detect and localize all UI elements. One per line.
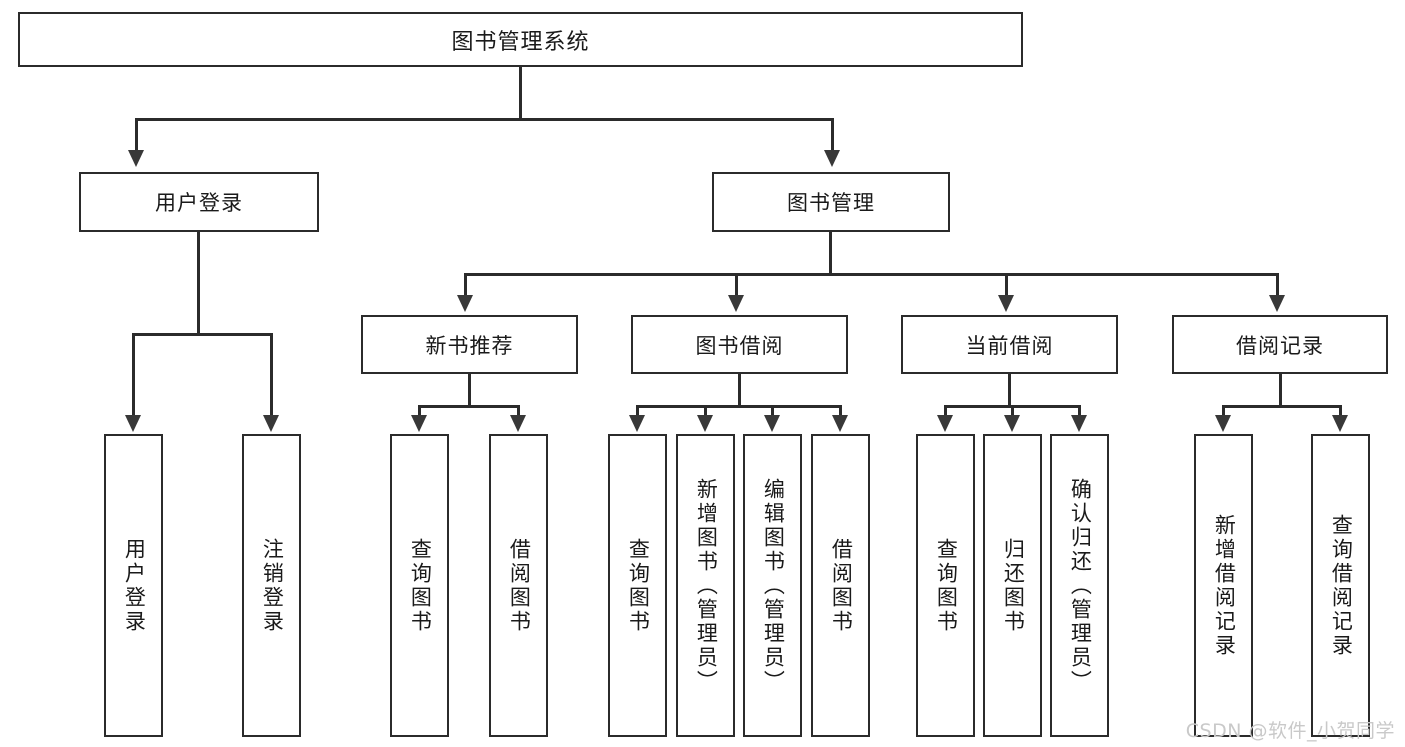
- leaf-query-book-borrow[interactable]: 查询图书: [608, 434, 667, 737]
- connector-new-book-leaf-2: [517, 405, 520, 417]
- node-new-book-recommend[interactable]: 新书推荐: [361, 315, 578, 374]
- leaf-query-book-recommend[interactable]: 查询图书: [390, 434, 449, 737]
- csdn-watermark: CSDN @软件_小贺同学: [1185, 720, 1395, 742]
- connector-user-login-to-leaf-2: [270, 333, 273, 418]
- connector-book-borrow-leaf-2: [704, 405, 707, 417]
- node-label: 用户登录: [155, 191, 243, 215]
- node-label: 当前借阅: [965, 333, 1054, 358]
- leaf-edit-book-admin[interactable]: 编辑图书（管理员）: [743, 434, 802, 737]
- node-label: 借阅图书: [829, 537, 854, 634]
- leaf-add-borrow-record[interactable]: 新增借阅记录: [1194, 434, 1253, 737]
- connector-current-borrow-stem: [1008, 374, 1011, 407]
- node-label: 图书管理: [787, 191, 875, 215]
- connector-book-management-stem: [829, 232, 832, 275]
- leaf-add-book-admin[interactable]: 新增图书（管理员）: [676, 434, 735, 737]
- arrowhead-new-book-leaf-2: [510, 415, 526, 432]
- node-label: 查询借阅记录: [1329, 513, 1354, 658]
- arrowhead-book-borrow-leaf-3: [764, 415, 780, 432]
- leaf-query-borrow-record[interactable]: 查询借阅记录: [1311, 434, 1370, 737]
- leaf-query-book-current[interactable]: 查询图书: [916, 434, 975, 737]
- node-root-book-management-system[interactable]: 图书管理系统: [18, 12, 1023, 67]
- connector-book-borrow-leaf-3: [771, 405, 774, 417]
- arrowhead-root-to-book-management: [824, 150, 840, 167]
- connector-borrow-record-stem: [1279, 374, 1282, 407]
- connector-bm-to-borrow-record: [1276, 273, 1279, 298]
- leaf-confirm-return-admin[interactable]: 确认归还（管理员）: [1050, 434, 1109, 737]
- arrowhead-book-borrow-leaf-2: [697, 415, 713, 432]
- node-label: 用户登录: [122, 537, 147, 634]
- arrowhead-bm-new-book: [457, 295, 473, 312]
- connector-borrow-record-bus: [1223, 405, 1340, 408]
- connector-book-borrow-leaf-1: [636, 405, 639, 417]
- arrowhead-book-borrow-leaf-1: [629, 415, 645, 432]
- node-label: 图书借阅: [695, 333, 784, 358]
- arrowhead-current-borrow-leaf-1: [937, 415, 953, 432]
- connector-root-bus: [136, 118, 833, 121]
- node-label: 查询图书: [408, 537, 433, 634]
- leaf-user-login[interactable]: 用户登录: [104, 434, 163, 737]
- arrowhead-current-borrow-leaf-3: [1071, 415, 1087, 432]
- connector-book-management-bus: [465, 273, 1277, 276]
- connector-borrow-record-leaf-2: [1339, 405, 1342, 417]
- arrowhead-borrow-record-leaf-2: [1332, 415, 1348, 432]
- node-label: 图书管理系统: [451, 29, 590, 55]
- connector-new-book-stem: [468, 374, 471, 407]
- node-label: 注销登录: [260, 537, 285, 634]
- connector-current-borrow-leaf-2: [1011, 405, 1014, 417]
- arrowhead-root-to-user-login: [128, 150, 144, 167]
- connector-user-login-bus: [133, 333, 272, 336]
- connector-bm-to-current-borrow: [1005, 273, 1008, 298]
- arrowhead-borrow-record-leaf-1: [1215, 415, 1231, 432]
- node-label: 新增图书（管理员）: [694, 477, 719, 694]
- connector-book-borrow-leaf-4: [839, 405, 842, 417]
- arrowhead-book-borrow-leaf-4: [832, 415, 848, 432]
- node-label: 新增借阅记录: [1212, 513, 1237, 658]
- connector-new-book-leaf-1: [418, 405, 421, 417]
- node-user-login[interactable]: 用户登录: [79, 172, 319, 232]
- connector-user-login-stem: [197, 232, 200, 335]
- arrowhead-current-borrow-leaf-2: [1004, 415, 1020, 432]
- node-label: 查询图书: [934, 537, 959, 634]
- connector-user-login-to-leaf-1: [132, 333, 135, 418]
- connector-bm-to-new-book: [464, 273, 467, 298]
- node-book-borrow[interactable]: 图书借阅: [631, 315, 848, 374]
- node-label: 新书推荐: [425, 333, 514, 358]
- leaf-logout[interactable]: 注销登录: [242, 434, 301, 737]
- arrowhead-new-book-leaf-1: [411, 415, 427, 432]
- connector-root-to-user-login: [135, 118, 138, 153]
- leaf-borrow-book[interactable]: 借阅图书: [811, 434, 870, 737]
- connector-root-to-book-management: [831, 118, 834, 153]
- connector-root-stem: [519, 67, 522, 120]
- node-borrow-record[interactable]: 借阅记录: [1172, 315, 1388, 374]
- node-label: 确认归还（管理员）: [1068, 477, 1093, 694]
- node-label: 借阅图书: [507, 537, 532, 634]
- connector-book-borrow-bus: [637, 405, 841, 408]
- connector-borrow-record-leaf-1: [1222, 405, 1225, 417]
- node-label: 编辑图书（管理员）: [761, 477, 786, 694]
- leaf-return-book[interactable]: 归还图书: [983, 434, 1042, 737]
- connector-book-borrow-stem: [738, 374, 741, 407]
- connector-bm-to-book-borrow: [735, 273, 738, 298]
- arrowhead-bm-book-borrow: [728, 295, 744, 312]
- connector-new-book-bus: [419, 405, 519, 408]
- node-label: 归还图书: [1001, 537, 1026, 634]
- leaf-borrow-book-recommend[interactable]: 借阅图书: [489, 434, 548, 737]
- node-current-borrow[interactable]: 当前借阅: [901, 315, 1118, 374]
- arrowhead-bm-current-borrow: [998, 295, 1014, 312]
- node-label: 借阅记录: [1236, 333, 1324, 358]
- connector-current-borrow-leaf-1: [944, 405, 947, 417]
- node-label: 查询图书: [626, 537, 651, 634]
- arrowhead-user-login-leaf-2: [263, 415, 279, 432]
- node-book-management[interactable]: 图书管理: [712, 172, 950, 232]
- connector-current-borrow-leaf-3: [1078, 405, 1081, 417]
- arrowhead-bm-borrow-record: [1269, 295, 1285, 312]
- arrowhead-user-login-leaf-1: [125, 415, 141, 432]
